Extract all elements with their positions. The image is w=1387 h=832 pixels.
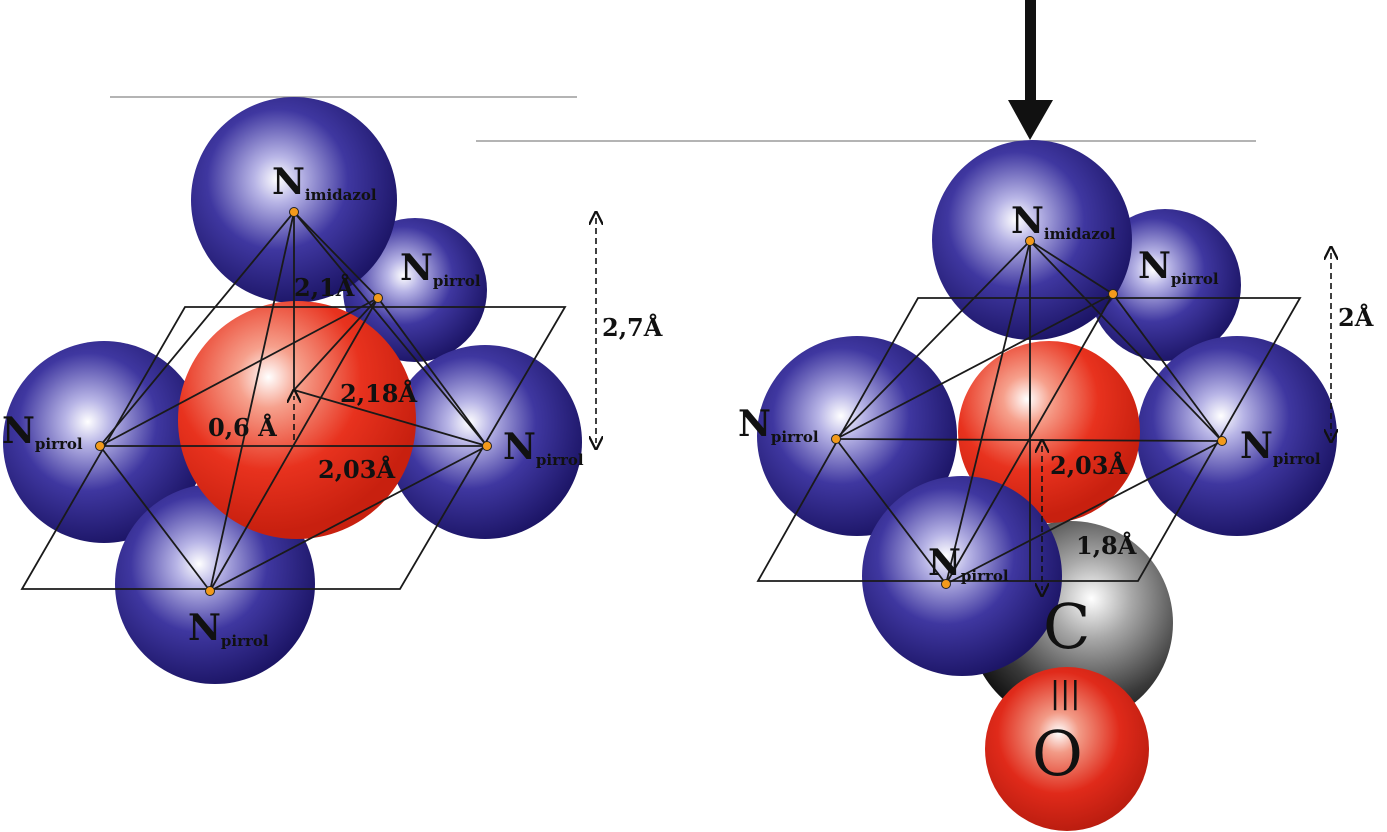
- left-porphyrin-plane: [20, 306, 567, 590]
- right-label-n-pirrol-bottom: Npirrol: [928, 542, 1009, 585]
- right-iron-sphere: [958, 341, 1140, 523]
- right-label-carbon: C: [1043, 590, 1090, 663]
- left-nitrogen-imidazol-sphere: [191, 97, 397, 303]
- right-porphyrin-plane: [756, 297, 1302, 582]
- left-complex: Nimidazol Npirrol Npirrol Npirrol Npirro…: [2, 96, 663, 684]
- right-label-oxygen: O: [1032, 717, 1083, 790]
- right-distance-height: 2Å: [1338, 303, 1374, 332]
- left-iron-sphere: [178, 301, 416, 539]
- left-coordination-edges: [99, 211, 488, 592]
- right-label-n-imidazol: Nimidazol: [1011, 200, 1116, 243]
- right-oxygen-sphere: [985, 667, 1149, 831]
- right-nitrogen-pirrol-left-sphere: [757, 336, 957, 536]
- left-label-n-pirrol-right: Npirrol: [503, 426, 584, 469]
- left-label-n-pirrol-left: Npirrol: [2, 410, 83, 453]
- right-distance-fe-c: 1,8Å: [1076, 531, 1137, 560]
- left-atom-center-dots: [95, 207, 492, 596]
- right-nitrogen-pirrol-right-sphere: [1137, 336, 1337, 536]
- right-complex: Nimidazol Npirrol Npirrol Npirrol Npirro…: [476, 0, 1374, 831]
- left-label-n-imidazol: Nimidazol: [272, 161, 377, 204]
- incoming-arrow-shaft: [1025, 0, 1036, 104]
- right-label-n-pirrol-left: Npirrol: [738, 403, 819, 446]
- left-distance-fe-n-pirrol-b: 2,03Å: [318, 455, 395, 484]
- right-label-n-pirrol-back: Npirrol: [1138, 245, 1219, 288]
- left-label-n-pirrol-bottom: Npirrol: [188, 607, 269, 650]
- incoming-arrow-head: [1008, 100, 1053, 140]
- right-coordination-edges: [835, 240, 1223, 585]
- right-label-n-pirrol-right: Npirrol: [1240, 425, 1321, 468]
- right-atom-center-dots: [831, 236, 1227, 589]
- right-distance-fe-n-pirrol: 2,03Å: [1050, 451, 1127, 480]
- left-distance-height: 2,7Å: [602, 313, 663, 342]
- right-triple-bond: |||: [1050, 676, 1080, 711]
- left-distance-fe-n-imidazol: 2,1Å: [294, 273, 355, 302]
- left-distance-fe-n-pirrol-a: 2,18Å: [340, 379, 417, 408]
- left-label-n-pirrol-back: Npirrol: [400, 247, 481, 290]
- left-distance-plane-offset: 0,6 Å: [208, 413, 277, 442]
